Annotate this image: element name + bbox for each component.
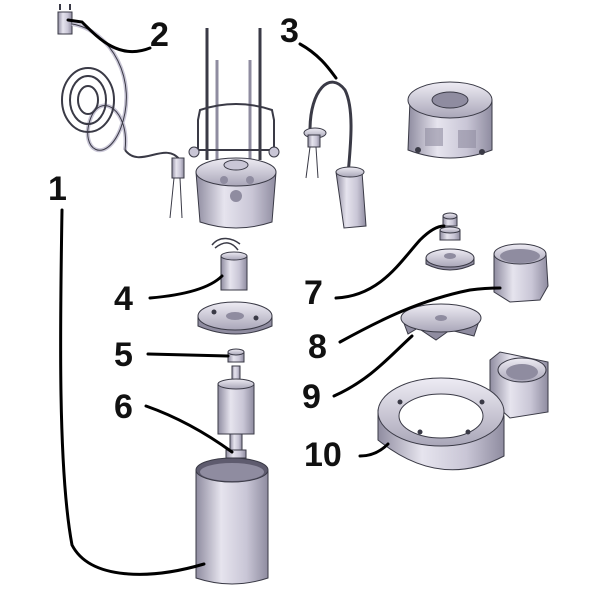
leader-2: [66, 18, 152, 54]
leader-4: [148, 274, 224, 300]
volute-base: [377, 351, 549, 471]
pump-cover: [493, 243, 549, 303]
leader-9: [332, 334, 414, 398]
callout-label-6: 6: [114, 388, 133, 426]
callout-label-9: 9: [302, 378, 321, 416]
leader-8: [338, 286, 502, 344]
callout-label-8: 8: [308, 328, 327, 366]
rotor: [217, 365, 255, 459]
callout-label-3: 3: [280, 12, 299, 50]
callout-label-4: 4: [114, 280, 133, 318]
capacitor: [211, 237, 248, 291]
callout-label-2: 2: [150, 16, 169, 54]
motor-head: [188, 28, 280, 229]
leader-3: [298, 42, 338, 80]
bearing: [227, 348, 245, 363]
callout-label-1: 1: [48, 170, 67, 208]
motor-flange: [407, 81, 493, 159]
motor-housing: [195, 457, 269, 585]
callout-label-10: 10: [304, 436, 342, 474]
impeller: [400, 303, 482, 341]
leader-7: [334, 224, 446, 300]
bearing-plate: [197, 301, 273, 335]
leader-10: [358, 442, 390, 458]
callout-label-5: 5: [114, 336, 133, 374]
float-switch: [303, 80, 367, 229]
power-cord-coil: [57, 4, 185, 219]
leader-5: [146, 352, 230, 358]
leader-1: [59, 208, 206, 576]
impeller-nut-assembly: [425, 212, 475, 271]
callout-label-7: 7: [304, 274, 323, 312]
leader-6: [144, 404, 234, 454]
